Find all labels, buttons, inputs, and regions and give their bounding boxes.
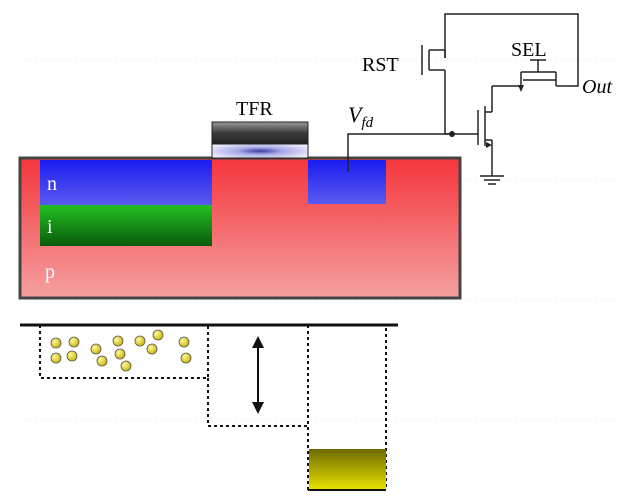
transfer-arrow-icon: [252, 336, 264, 414]
arrow-icon: [486, 142, 492, 148]
floating-diffusion-region: [308, 160, 386, 204]
electron-icon: [180, 352, 192, 364]
electrons: [50, 329, 192, 372]
tfr-label: TFR: [236, 98, 273, 120]
electron-icon: [178, 336, 190, 348]
out-label: Out: [582, 76, 612, 98]
electron-icon: [134, 335, 146, 347]
sel-label: SEL: [511, 39, 547, 61]
electron-icon: [66, 350, 78, 362]
electron-icon: [50, 352, 62, 364]
arrow-icon: [518, 85, 524, 92]
tfr-gate: [211, 121, 309, 159]
electron-icon: [50, 337, 62, 349]
fd-wire: [347, 133, 452, 172]
electron-icon: [112, 335, 124, 347]
electron-icon: [68, 336, 80, 348]
i-region: [40, 205, 212, 246]
electron-icon: [96, 355, 108, 367]
fd-stored-charge: [309, 449, 386, 489]
p-label: p: [45, 261, 55, 283]
i-label: i: [47, 216, 53, 238]
rst-label: RST: [362, 54, 399, 76]
electron-icon: [152, 329, 164, 341]
electron-icon: [90, 343, 102, 355]
electron-icon: [120, 360, 132, 372]
vfd-label: Vfd: [348, 102, 374, 131]
electron-icon: [146, 343, 158, 355]
n-label: n: [47, 173, 57, 195]
electron-icon: [114, 348, 126, 360]
n-region: [40, 160, 212, 205]
pixel-circuit: [421, 13, 579, 185]
node-dot: [449, 131, 455, 137]
